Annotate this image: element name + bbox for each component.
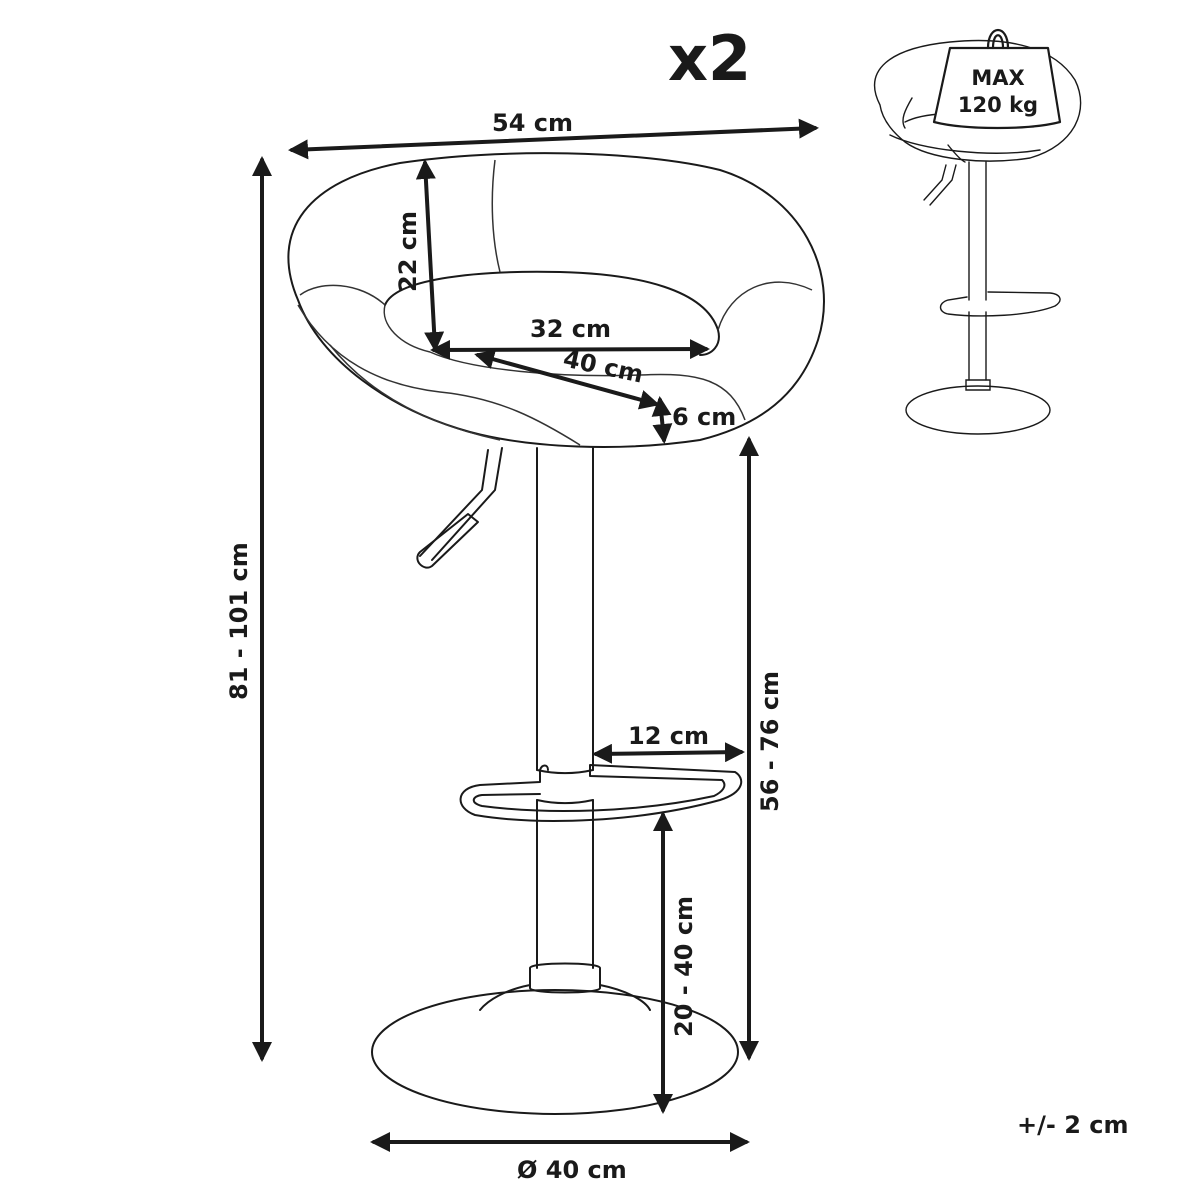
max-load-line1: MAX [971,66,1024,90]
footrest-ring [459,764,743,822]
thumb-footrest [939,291,1061,317]
quantity-label: x2 [668,22,751,95]
column-base-cone [479,962,651,1011]
base-plate [371,989,739,1115]
thumb-seat-shell [874,39,1082,162]
stool-main-drawing [287,152,825,1115]
footrest-height-label: 20 - 40 cm [670,896,698,1037]
gas-lever [419,447,503,561]
thumb-base-plate [905,385,1051,435]
seat-shell [287,152,825,448]
seat-thickness-label: 6 cm [672,403,736,431]
gas-column [536,447,594,969]
backrest-height-label: 22 cm [394,211,422,292]
dim-seat-thickness-line [651,396,673,444]
total-height-label: 81 - 101 cm [225,542,253,700]
base-diameter-label: Ø 40 cm [517,1156,627,1184]
footrest-depth-label: 12 cm [628,722,709,750]
width-label: 54 cm [492,109,573,137]
dim-width-line [288,118,819,160]
stool-load-thumbnail: MAX 120 kg [874,29,1082,435]
seat-height-label: 56 - 76 cm [756,671,784,812]
dim-seat-depth-line [474,349,660,410]
dimension-lines [252,118,819,1152]
seat-width-label: 32 cm [530,315,611,343]
max-load-line2: 120 kg [958,93,1038,117]
tolerance-label: +/- 2 cm [1017,1111,1128,1139]
dim-footrest-depth-line [592,742,745,764]
weight-icon [932,46,1062,130]
dim-backrest-line [415,159,445,352]
